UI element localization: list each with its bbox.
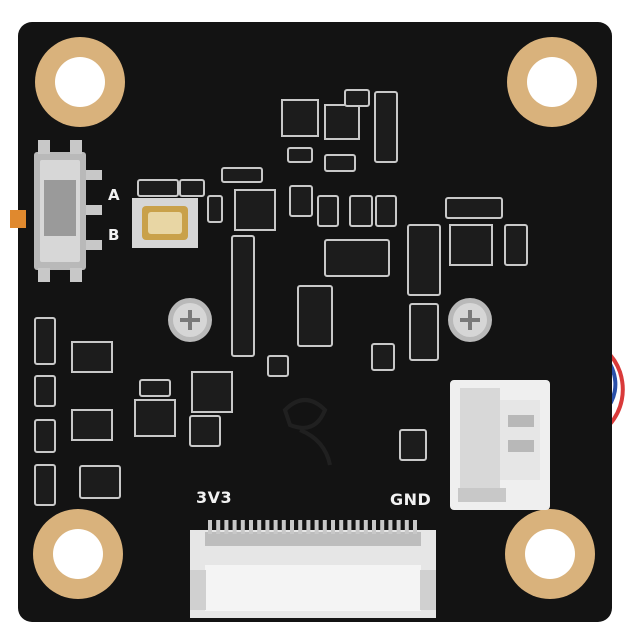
fpc-pin <box>413 520 417 534</box>
fpc-pin <box>322 520 327 534</box>
smd-component <box>34 464 56 506</box>
smd-component <box>34 317 56 365</box>
fpc-pin <box>363 520 368 534</box>
switch-label-b: B <box>108 226 120 244</box>
mounting-hole-top-right <box>507 37 597 127</box>
smd-component <box>34 375 56 407</box>
mounting-hole-bottom-right <box>505 509 595 599</box>
smd-component <box>34 419 56 453</box>
slide-switch <box>10 140 102 282</box>
ground-label: GND <box>390 490 432 509</box>
smd-component <box>344 89 370 107</box>
smd-component <box>139 379 171 397</box>
ic-chip <box>234 189 276 231</box>
fpc-pin <box>208 520 212 534</box>
fpc-pin <box>265 520 270 534</box>
smd-component <box>324 154 356 172</box>
passive-components <box>34 89 528 506</box>
screw-left <box>168 298 212 342</box>
fpc-pin <box>249 520 253 534</box>
jst-connector <box>450 380 550 510</box>
fpc-pin <box>347 520 352 534</box>
smd-component <box>189 415 221 447</box>
ic-chip <box>281 99 319 137</box>
fpc-pin <box>388 520 393 534</box>
fpc-pin <box>306 520 311 534</box>
smd-component <box>317 195 339 227</box>
smd-component <box>504 224 528 266</box>
smd-component <box>297 285 333 347</box>
smd-component <box>324 239 390 277</box>
smd-component <box>399 429 427 461</box>
smd-component <box>371 343 395 371</box>
ic-chip <box>134 399 176 437</box>
switch-label-a: A <box>108 186 121 204</box>
screw-right <box>448 298 492 342</box>
mounting-hole-bottom-left <box>33 509 123 599</box>
smd-component <box>445 197 503 219</box>
smd-component <box>375 195 397 227</box>
smd-component <box>409 303 439 361</box>
smd-component <box>231 235 255 357</box>
fpc-pin <box>331 520 335 534</box>
smd-component <box>221 167 263 183</box>
smd-component <box>407 224 441 296</box>
ic-chip <box>71 409 113 441</box>
fpc-pin <box>290 520 294 534</box>
fpc-pin <box>216 520 221 534</box>
fpc-pin <box>257 520 262 534</box>
fpc-pin <box>339 520 344 534</box>
fpc-pin <box>404 520 409 534</box>
fpc-ribbon-connector <box>190 520 436 618</box>
smd-component <box>79 465 121 499</box>
mounting-hole-top-left <box>35 37 125 127</box>
fpc-pin <box>298 520 303 534</box>
board-logo <box>282 398 332 466</box>
fpc-pin <box>355 520 360 534</box>
fpc-pin <box>232 520 237 534</box>
smd-component <box>289 185 313 217</box>
voltage-label: 3V3 <box>196 488 233 507</box>
smd-component <box>179 179 205 197</box>
smd-component <box>287 147 313 163</box>
ic-chip <box>324 104 360 140</box>
fpc-pin <box>240 520 245 534</box>
smd-component <box>267 355 289 377</box>
ic-chip <box>71 341 113 373</box>
fpc-pin <box>380 520 385 534</box>
ic-chip <box>191 371 233 413</box>
fpc-pin <box>314 520 319 534</box>
fpc-pin <box>281 520 286 534</box>
smd-component <box>374 91 398 163</box>
fpc-pin <box>273 520 278 534</box>
fpc-pin <box>396 520 401 534</box>
smd-component <box>349 195 373 227</box>
smd-component <box>207 195 223 223</box>
fpc-pin <box>372 520 376 534</box>
ic-chip <box>449 224 493 266</box>
smd-component <box>137 179 179 197</box>
fpc-pin <box>224 520 229 534</box>
crystal-oscillator <box>132 198 198 248</box>
